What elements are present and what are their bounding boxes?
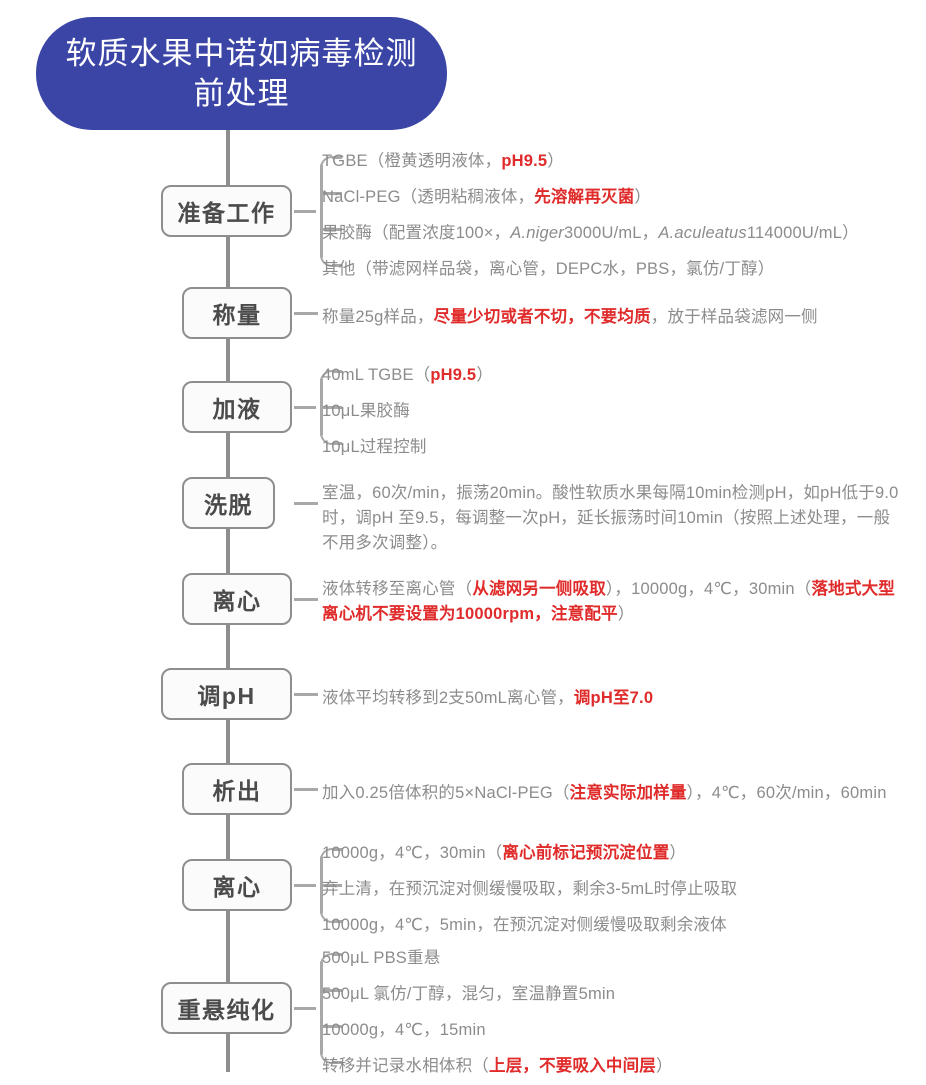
flow-item-text: 室温，60次/min，振荡20min。酸性软质水果每隔10min检测pH，如pH… [322,484,899,553]
flow-item-text: 10000g，4℃，15min [322,1021,486,1040]
flow-bracket-bottom-elbow [320,1050,334,1064]
flow-item-text: 500μL 氯仿/丁醇，混匀，室温静置5min [322,985,616,1004]
flow-connector-stub [294,312,318,315]
flow-item-text: 10000g，4℃，30min（离心前标记预沉淀位置） [322,844,687,863]
flow-step-box[interactable]: 加液 [182,381,292,433]
flow-step-items: 液体平均转移到2支50mL离心管，调pH至7.0 [322,681,653,717]
flow-item-tick [320,884,342,887]
flow-bracket-spine [320,961,323,1055]
flow-step-items: 40mL TGBE（pH9.5） 10μL果胶酶 10μL过程控制 [322,358,493,466]
flow-step-label: 准备工作 [177,200,276,226]
flow-item-tick [332,156,342,159]
flow-item-tick [332,264,342,267]
flow-connector-stub [294,788,318,791]
flow-bracket-top-elbow [320,953,334,967]
flow-item-text: 称量25g样品，尽量少切或者不切，不要均质，放于样品袋滤网一侧 [322,308,818,327]
flow-item-text: 弃上清，在预沉淀对侧缓慢吸取，剩余3-5mL时停止吸取 [322,880,738,899]
flow-item-text: NaCl-PEG（透明粘稠液体，先溶解再灭菌） [322,188,652,207]
flow-item-tick [320,406,342,409]
flow-step-label: 加液 [212,396,262,422]
flow-item-text: TGBE（橙黄透明液体，pH9.5） [322,152,564,171]
flow-connector-stub [294,502,318,505]
flow-step-label: 析出 [212,778,262,804]
flow-item-tick [320,228,342,231]
flow-step-box[interactable]: 析出 [182,763,292,815]
flow-connector-stub [294,1007,316,1010]
flow-step-box[interactable]: 洗脱 [182,477,275,529]
flow-step-box[interactable]: 离心 [182,859,292,911]
flow-step-items: 500μL PBS重悬 500μL 氯仿/丁醇，混匀，室温静置5min 10000g… [322,941,673,1085]
flow-item-tick [332,442,342,445]
flow-item-tick [332,1061,342,1064]
flow-bracket-bottom-elbow [320,909,334,923]
page-title: 软质水果中诺如病毒检测 前处理 [65,35,418,111]
flow-step-box[interactable]: 准备工作 [161,185,292,237]
flow-item-text: 10μL过程控制 [322,438,427,457]
flow-connector-stub [294,884,316,887]
flow-bracket-bottom-elbow [320,253,334,267]
flow-item-text: 加入0.25倍体积的5×NaCl-PEG（注意实际加样量），4℃，60次/min… [322,784,887,803]
flow-item-tick [320,989,342,992]
flow-connector-stub [294,598,318,601]
flow-step-label: 称量 [212,302,262,328]
flow-item-tick [320,1025,342,1028]
flow-step-items: TGBE（橙黄透明液体，pH9.5） NaCl-PEG（透明粘稠液体，先溶解再灭菌… [322,144,859,288]
flow-item-text: 40mL TGBE（pH9.5） [322,366,494,385]
flow-connector-stub [294,210,316,213]
flow-item-text: 果胶酶（配置浓度100×，A.niger 3000U/mL，A.aculeatu… [322,224,859,243]
flow-step-box[interactable]: 离心 [182,573,292,625]
flow-step-items: 室温，60次/min，振荡20min。酸性软质水果每隔10min检测pH，如pH… [322,484,902,556]
flow-step-label: 调pH [197,683,256,709]
flow-step-items: 称量25g样品，尽量少切或者不切，不要均质，放于样品袋滤网一侧 [322,300,818,336]
flow-step-items: 加入0.25倍体积的5×NaCl-PEG（注意实际加样量），4℃，60次/min… [322,776,887,812]
flow-connector-stub [294,693,318,696]
flow-item-text: 液体转移至离心管（从滤网另一侧吸取），10000g，4℃，30min（落地式大型… [322,580,895,624]
flow-step-label: 洗脱 [204,492,253,518]
flow-bracket-bottom-elbow [320,431,334,445]
flow-item-tick [332,848,342,851]
flow-item-text: 转移并记录水相体积（上层，不要吸入中间层） [322,1057,673,1076]
flow-step-label: 离心 [212,874,262,900]
flow-step-label: 重悬纯化 [177,997,276,1023]
flow-bracket-top-elbow [320,156,334,170]
flow-bracket-spine [320,164,323,258]
flow-bracket-top-elbow [320,848,334,862]
flow-step-items: 10000g，4℃，30min（离心前标记预沉淀位置） 弃上清，在预沉淀对侧缓慢吸… [322,836,737,944]
flow-step-box[interactable]: 调pH [161,668,292,720]
flow-item-text: 其他（带滤网样品袋，离心管，DEPC水，PBS，氯仿/丁醇） [322,260,775,279]
diagram-title-pill: 软质水果中诺如病毒检测 前处理 [36,17,447,130]
flow-item-text: 10000g，4℃，5min，在预沉淀对侧缓慢吸取剩余液体 [322,916,727,935]
flow-item-tick [332,920,342,923]
flow-step-box[interactable]: 重悬纯化 [161,982,292,1034]
flow-item-tick [320,192,342,195]
flow-item-tick [332,953,342,956]
flow-item-tick [332,370,342,373]
flow-step-items: 液体转移至离心管（从滤网另一侧吸取），10000g，4℃，30min（落地式大型… [322,580,902,627]
flow-step-label: 离心 [212,588,262,614]
flow-bracket-top-elbow [320,370,334,384]
flow-step-box[interactable]: 称量 [182,287,292,339]
flow-connector-stub [294,406,316,409]
flow-item-text: 10μL果胶酶 [322,402,410,421]
flow-item-text: 500μL PBS重悬 [322,949,441,968]
flow-item-text: 液体平均转移到2支50mL离心管，调pH至7.0 [322,689,654,708]
